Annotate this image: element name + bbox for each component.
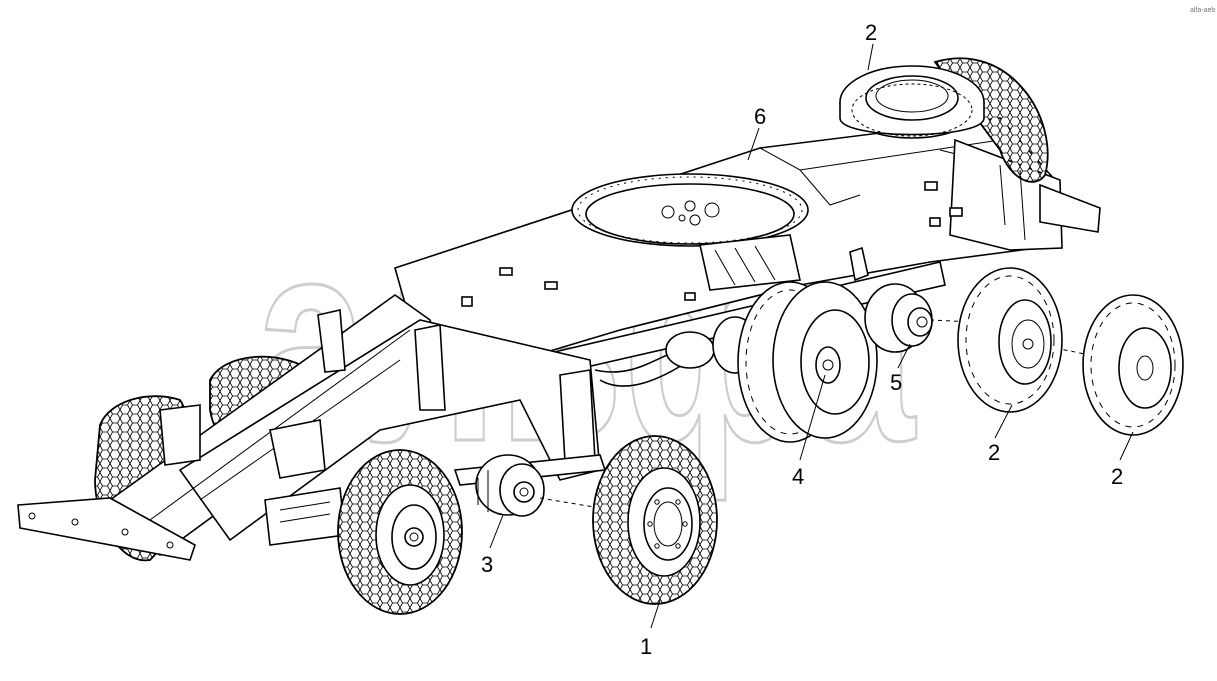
callout-spare-wheel: 2 [865, 20, 877, 45]
rear-tire-right [1082, 294, 1184, 436]
front-frame [17, 294, 718, 615]
callout-chassis-frame: 6 [754, 104, 766, 129]
spare-wheel [839, 57, 1049, 183]
callout-rear-tire-left: 2 [988, 440, 1000, 465]
callout-rear-tire-right: 2 [1111, 464, 1123, 489]
callout-labels: 2 6 1 3 4 5 2 2 [481, 20, 1123, 659]
rear-wheel-inner [737, 281, 878, 443]
wheel-front [592, 435, 718, 605]
callout-rear-wheel-inner: 4 [792, 464, 804, 489]
front-bumper [17, 497, 196, 561]
callout-wheel-front: 1 [640, 634, 652, 659]
rear-hub [864, 283, 933, 353]
front-hub [475, 454, 545, 517]
corner-mark: alfa-aeb [1190, 7, 1215, 14]
leader-lines [489, 43, 1134, 629]
front-left-wheel [337, 449, 463, 615]
turntable-ring [571, 173, 809, 247]
callout-rear-hub: 5 [890, 370, 902, 395]
callout-front-hub: 3 [481, 552, 493, 577]
rear-tire-left [957, 267, 1063, 413]
